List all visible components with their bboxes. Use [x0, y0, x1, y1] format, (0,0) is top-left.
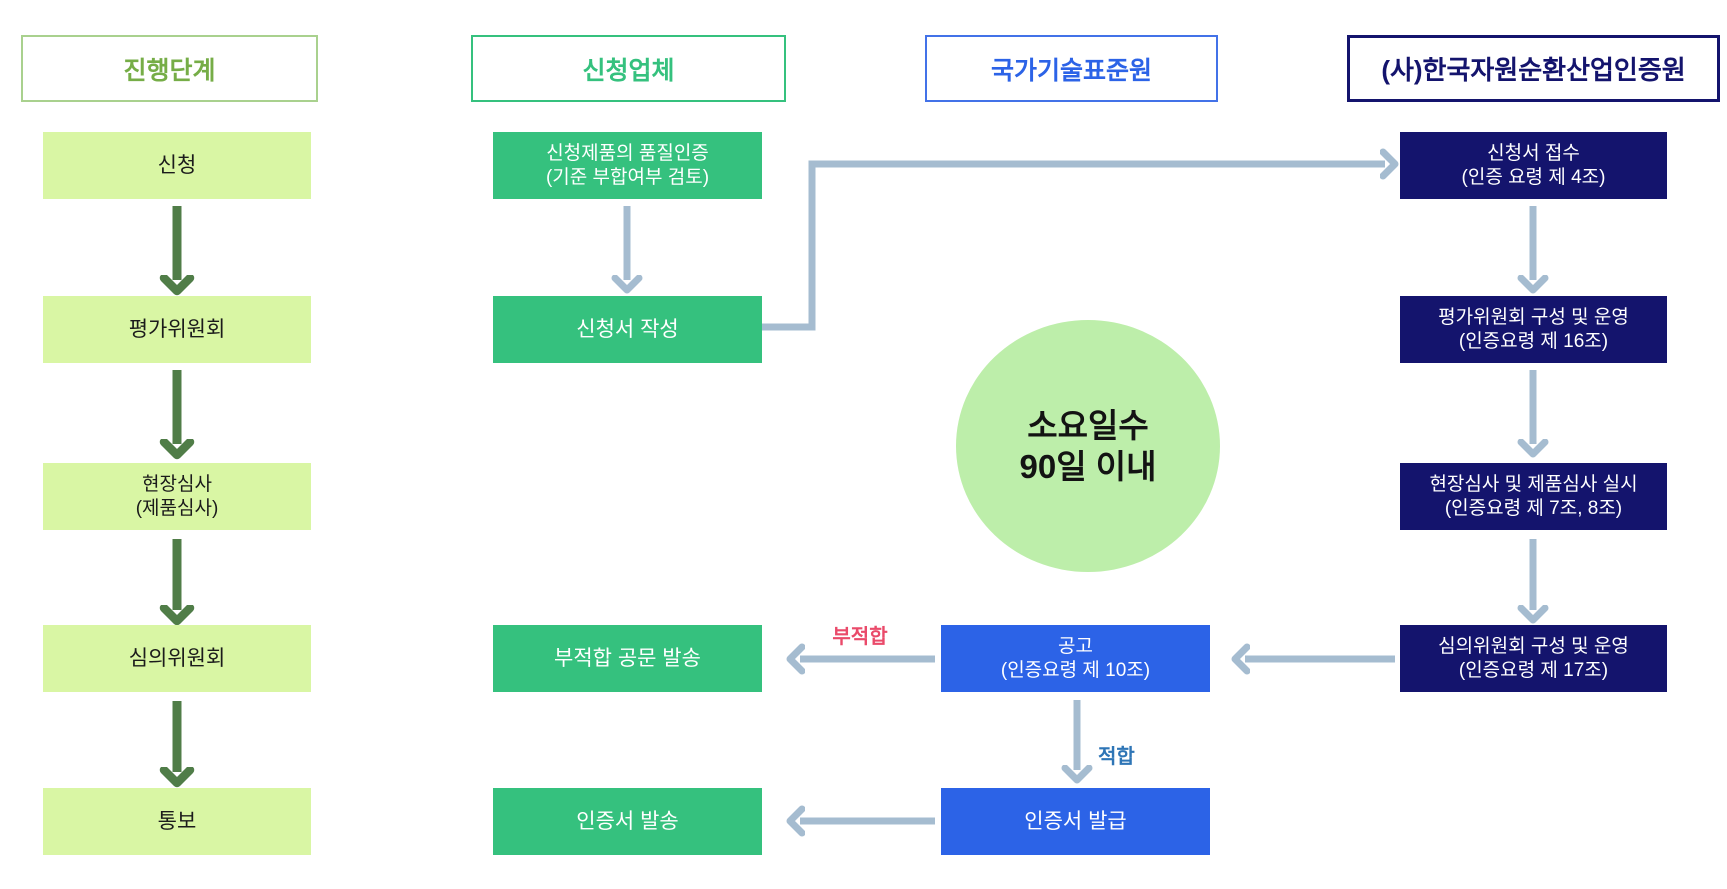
- badge-duration-circle: 소요일수 90일 이내: [956, 320, 1220, 572]
- box-cert-issue: 인증서 발급: [941, 788, 1210, 855]
- box-product-quality-check: 신청제품의 품질인증 (기준 부합여부 검토): [493, 132, 762, 199]
- label-fail: 부적합: [832, 626, 888, 648]
- header-certification-org: (사)한국자원순환산업인증원: [1347, 35, 1720, 102]
- box-apply: 신청: [43, 132, 311, 199]
- box-notify: 통보: [43, 788, 311, 855]
- box-application-form: 신청서 작성: [493, 296, 762, 363]
- box-eval-committee: 평가위원회: [43, 296, 311, 363]
- box-fail-notice-dispatch: 부적합 공문 발송: [493, 625, 762, 692]
- box-application-receipt: 신청서 접수 (인증 요령 제 4조): [1400, 132, 1667, 199]
- box-public-notice: 공고 (인증요령 제 10조): [941, 625, 1210, 692]
- label-pass: 적합: [1098, 746, 1135, 768]
- connector-form-to-receipt: [760, 164, 1385, 331]
- box-eval-committee-setup: 평가위원회 구성 및 운영 (인증요령 제 16조): [1400, 296, 1667, 363]
- box-cert-dispatch: 인증서 발송: [493, 788, 762, 855]
- box-review-committee-setup: 심의위원회 구성 및 운영 (인증요령 제 17조): [1400, 625, 1667, 692]
- header-applicant-company: 신청업체: [471, 35, 786, 102]
- box-site-product-audit: 현장심사 및 제품심사 실시 (인증요령 제 7조, 8조): [1400, 463, 1667, 530]
- box-site-audit: 현장심사 (제품심사): [43, 463, 311, 530]
- box-review-committee: 심의위원회: [43, 625, 311, 692]
- header-progress-steps: 진행단계: [21, 35, 318, 102]
- header-kats-agency: 국가기술표준원: [925, 35, 1218, 102]
